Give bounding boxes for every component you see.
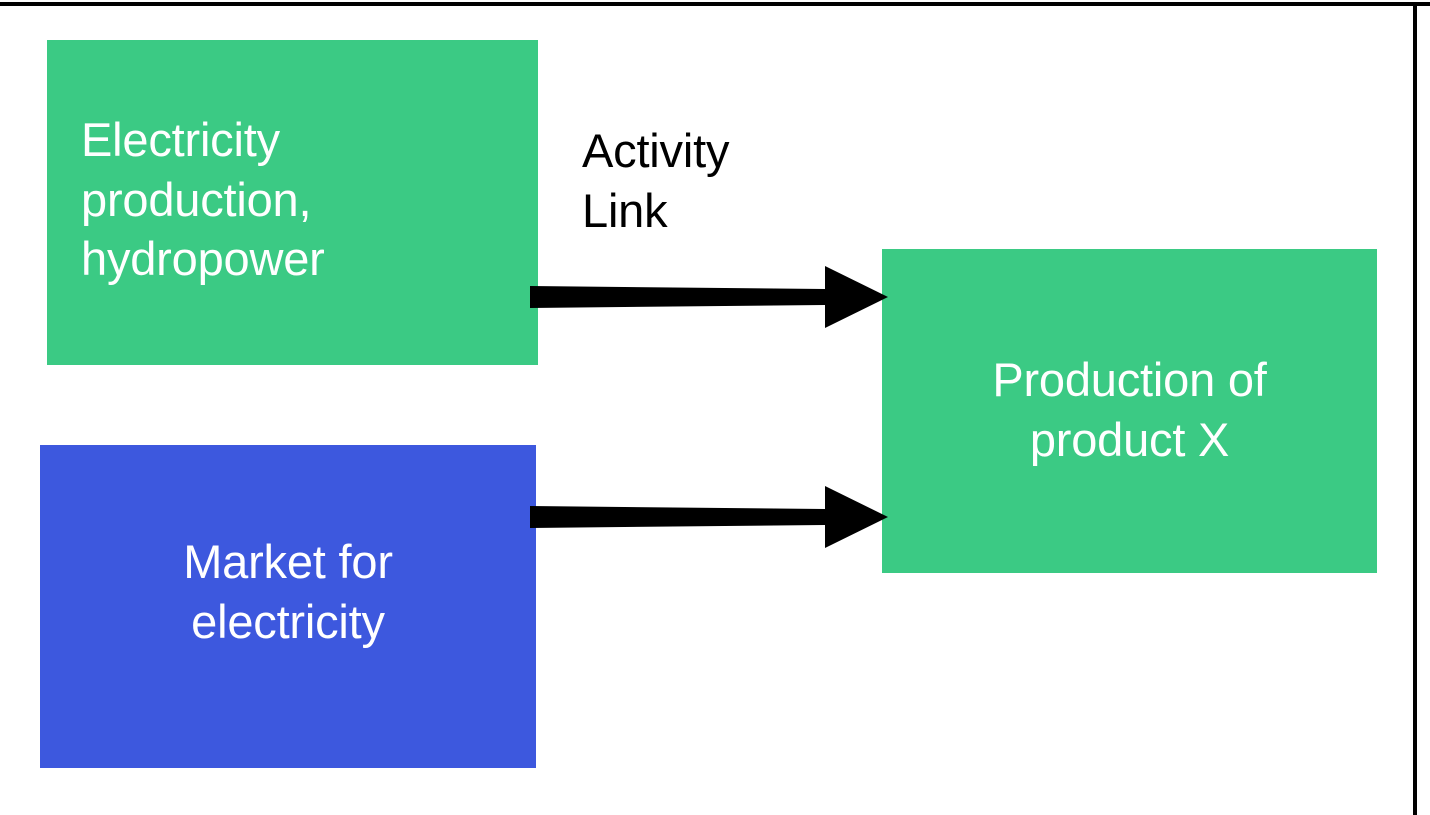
arrow-shape	[530, 486, 888, 548]
node-production-of-product-x[interactable]: Production of product X	[882, 249, 1377, 573]
node-electricity-production-hydropower[interactable]: Electricity production, hydropower	[47, 40, 538, 365]
arrow-market-to-product[interactable]	[530, 478, 890, 556]
node-label-electricity-production-hydropower: Electricity production, hydropower	[81, 112, 325, 286]
node-market-for-electricity[interactable]: Market for electricity	[40, 445, 536, 768]
arrow-shape	[530, 266, 888, 328]
node-label-market-for-electricity: Market for electricity	[183, 535, 393, 648]
arrow-hydropower-to-product[interactable]	[530, 258, 890, 336]
frame-top-border	[0, 2, 1430, 6]
node-label-production-of-product-x: Production of product X	[992, 353, 1267, 466]
activity-link-label: Activity Link	[582, 124, 730, 237]
frame-right-border	[1413, 2, 1417, 815]
